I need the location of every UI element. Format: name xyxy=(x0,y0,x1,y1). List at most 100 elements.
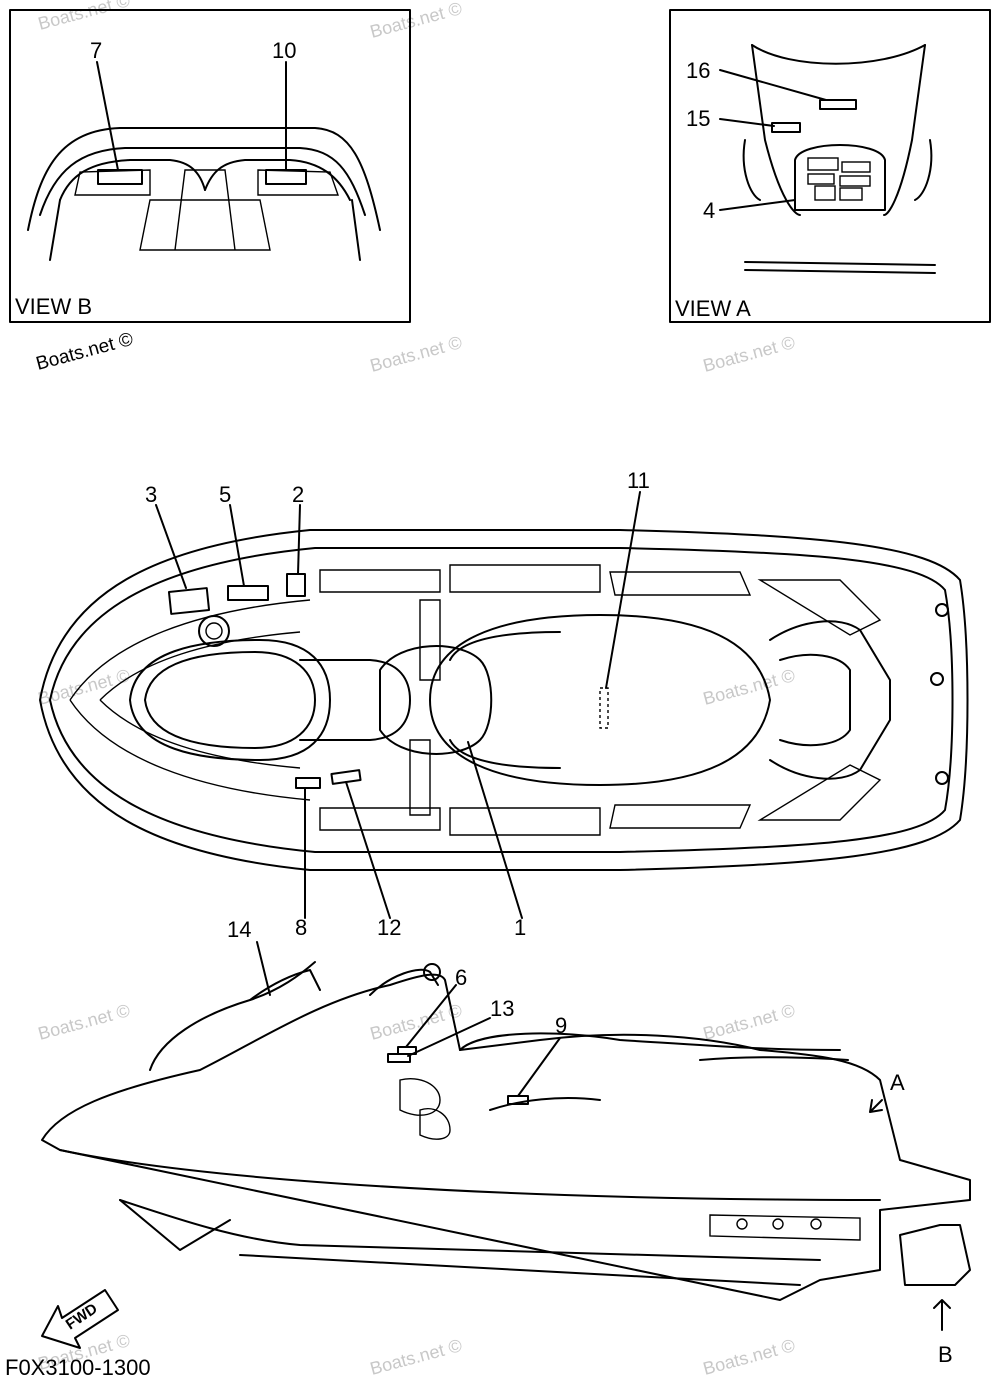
view-a-left-edge xyxy=(751,44,801,216)
side-vent-hole xyxy=(810,1218,822,1230)
callout-11: 11 xyxy=(627,468,650,493)
vent xyxy=(399,1078,441,1116)
view-a-panel: 16 15 4 VIEW A xyxy=(669,9,991,323)
view-b-center-lines xyxy=(174,169,236,251)
callout-4: 4 xyxy=(703,198,715,223)
watermark: Boats.net © xyxy=(701,1335,797,1379)
part-code: F0X3100-1300 xyxy=(5,1355,151,1380)
view-b-left-pod xyxy=(59,159,206,201)
view-b-center-column xyxy=(139,199,271,251)
callout-16: 16 xyxy=(686,58,710,83)
view-a-panel-recess xyxy=(794,144,886,211)
view-a-right-edge xyxy=(883,44,926,216)
watermark: Boats.net © xyxy=(368,0,464,42)
side-vent-hole xyxy=(736,1218,748,1230)
view-a-label: VIEW A xyxy=(675,296,751,321)
hull-side-outline xyxy=(41,973,971,1301)
label-5-decal xyxy=(227,585,269,601)
label-15-decal xyxy=(771,122,801,133)
fwd-arrow-icon xyxy=(41,1289,119,1349)
leader-13 xyxy=(407,1017,491,1057)
footwell-pad xyxy=(449,564,601,593)
watermarks: Boats.net © Boats.net © Boats.net © Boat… xyxy=(36,0,797,1379)
footwell-pad xyxy=(319,807,441,831)
label-8-decal xyxy=(295,777,321,789)
label-3-decal xyxy=(167,587,211,615)
arrow-b-label: B xyxy=(938,1342,953,1367)
label-2-decal xyxy=(286,573,306,597)
callout-9: 9 xyxy=(555,1013,567,1038)
side-vent-hole xyxy=(772,1218,784,1230)
view-b-panel: 7 10 VIEW B xyxy=(9,9,411,323)
leader-15 xyxy=(719,118,775,127)
hood-top xyxy=(129,639,331,761)
view-b-right-recess xyxy=(257,169,339,196)
view-a-arrow xyxy=(869,1099,883,1113)
hull-rail-side xyxy=(59,1149,881,1201)
leader-16 xyxy=(719,69,827,101)
bow-keel xyxy=(119,1199,231,1251)
footwell-pad xyxy=(449,807,601,836)
callout-5: 5 xyxy=(219,482,231,507)
callout-13: 13 xyxy=(490,996,514,1021)
footwell-pad xyxy=(319,569,441,593)
seat-rear xyxy=(699,1056,849,1061)
jet-nozzle xyxy=(899,1224,971,1286)
view-b-left-recess xyxy=(74,169,151,196)
strap-bottom xyxy=(409,739,431,816)
watermark: Boats.net © xyxy=(701,332,797,376)
rear-deck-inner xyxy=(779,653,851,747)
seat xyxy=(429,614,771,786)
view-a-decal xyxy=(807,157,839,171)
watermark-dark: Boats.net © xyxy=(34,329,136,375)
callout-10: 10 xyxy=(272,38,296,63)
view-a-decal xyxy=(807,173,835,185)
leader-1 xyxy=(467,741,523,919)
tow-eye xyxy=(935,603,949,617)
view-b-label: VIEW B xyxy=(15,294,92,319)
leader-7 xyxy=(96,61,119,171)
view-b-frame xyxy=(9,9,411,323)
mirror-knob xyxy=(423,963,441,981)
view-b-right-pod xyxy=(204,159,351,201)
callout-14: 14 xyxy=(227,917,251,942)
watermark: Boats.net © xyxy=(368,332,464,376)
callout-6: 6 xyxy=(455,965,467,990)
callout-2: 2 xyxy=(292,482,304,507)
steering-cover xyxy=(379,645,493,755)
view-b-sides xyxy=(49,199,361,261)
leader-4 xyxy=(719,199,796,211)
view-a-decal xyxy=(839,187,863,201)
label-11-decal xyxy=(599,687,609,729)
view-a-right-fender xyxy=(914,139,933,201)
watermark: Boats.net © xyxy=(36,0,132,34)
deck-line xyxy=(99,699,301,769)
leader-9 xyxy=(517,1037,561,1097)
callout-1: 1 xyxy=(514,915,526,940)
leader-6 xyxy=(405,984,457,1048)
watermark: Boats.net © xyxy=(701,1000,797,1044)
side-vent-panel xyxy=(709,1214,861,1241)
footwell-pad xyxy=(609,804,752,829)
callout-8: 8 xyxy=(295,915,307,940)
leader-3 xyxy=(155,504,187,589)
hood-side xyxy=(149,961,316,1071)
watermark: Boats.net © xyxy=(36,1000,132,1044)
view-a-decal xyxy=(839,175,871,187)
handlebar-area xyxy=(299,659,411,741)
callout-15: 15 xyxy=(686,106,710,131)
footwell-pad xyxy=(609,571,752,596)
hull-outline xyxy=(39,529,969,871)
footwell-pad xyxy=(757,764,882,821)
deck-line xyxy=(69,599,311,701)
label-13-decal xyxy=(387,1053,411,1063)
hull-rail xyxy=(49,547,954,853)
callout-12: 12 xyxy=(377,915,401,940)
top-view-watercraft: 3 5 2 11 8 12 1 xyxy=(39,468,969,940)
deck-line xyxy=(69,699,311,801)
footwell-pad xyxy=(757,579,882,636)
leader-5 xyxy=(229,504,245,587)
view-b-arrow xyxy=(933,1299,951,1331)
label-7-decal xyxy=(97,169,143,185)
footwell-side xyxy=(489,1097,601,1111)
